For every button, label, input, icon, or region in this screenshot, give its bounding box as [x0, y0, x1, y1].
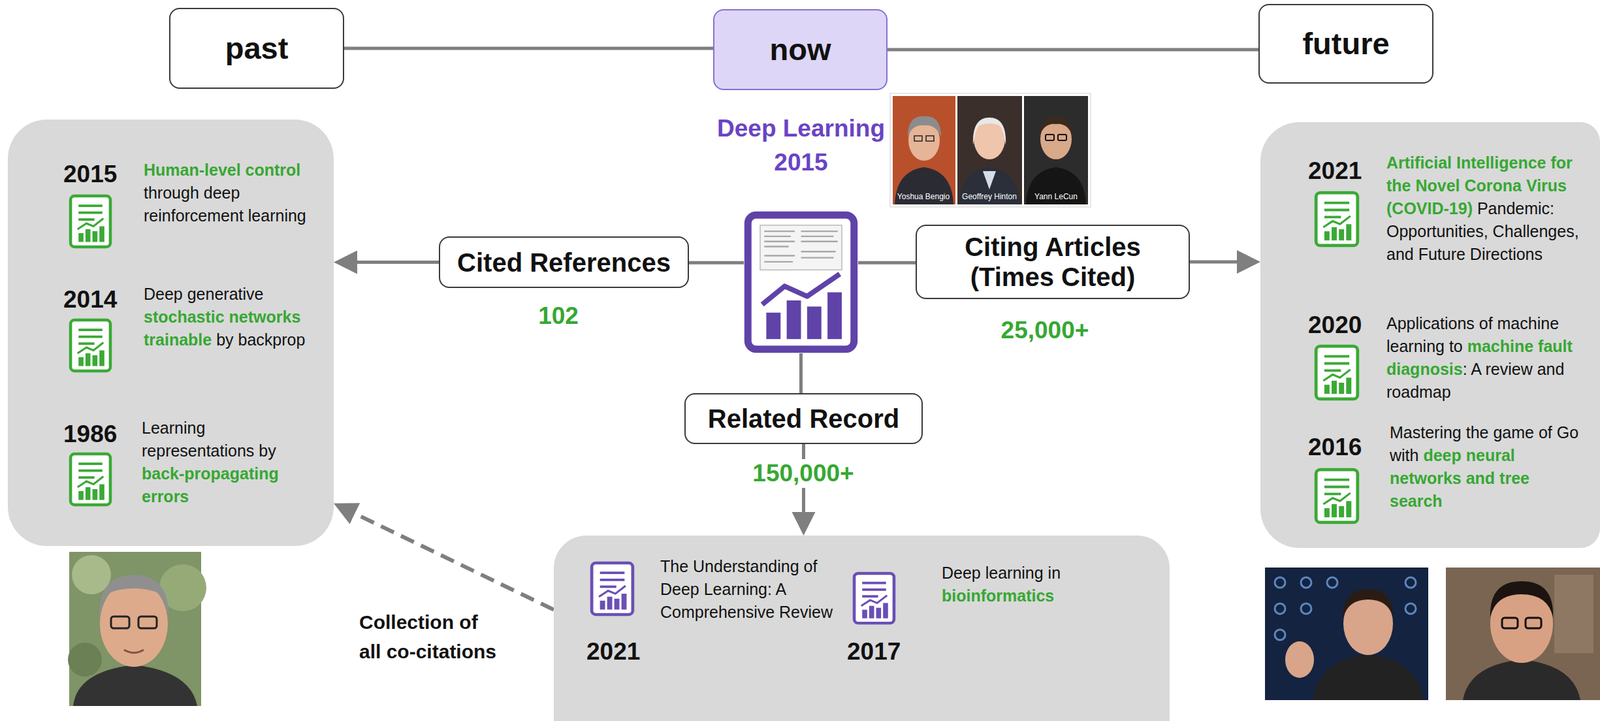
portrait [1024, 96, 1088, 205]
photo-caption: Yann LeCun [1034, 191, 1078, 202]
timeline-box: future [1258, 3, 1434, 84]
portrait [67, 551, 207, 706]
related-panel: The Understanding of Deep Learning: A Co… [553, 535, 1170, 721]
document-icon [852, 571, 896, 625]
count-number: 25,000+ [1001, 316, 1090, 345]
title-label: Deep generative stochastic networks trai… [143, 282, 317, 352]
year-label: 2020 [1308, 310, 1362, 340]
connector [345, 260, 439, 264]
citing-panel: 2021 Artificial Intelligence for the Nove… [1260, 122, 1600, 548]
box-label: Citing Articles (Times Cited) [928, 231, 1177, 292]
highlight: Human-level control [143, 160, 301, 179]
photo-caption: Yoshua Bengio [897, 191, 950, 202]
title-label: Artificial Intelligence for the Novel Co… [1386, 151, 1589, 266]
metric-box: Related Record [684, 393, 923, 445]
document-icon [68, 451, 113, 507]
box-label: past [225, 30, 289, 66]
year-label: 2021 [1308, 156, 1362, 186]
edge-label: Collection of all co-citations [359, 607, 501, 667]
year-label: 2014 [63, 285, 117, 315]
document-icon [1313, 467, 1360, 525]
photo-caption: Geoffrey Hinton [961, 191, 1017, 202]
count-number: 102 [538, 301, 579, 331]
connector [799, 353, 803, 394]
box-label: now [769, 32, 832, 68]
timeline-box: now [713, 9, 888, 91]
metric-box: Citing Articles (Times Cited) [915, 224, 1190, 300]
box-label: Related Record [707, 403, 900, 434]
box-label: future [1302, 26, 1390, 62]
document-icon [1313, 190, 1360, 248]
highlight: back-propagating errors [141, 464, 279, 506]
connector [688, 261, 744, 265]
year-label: 2016 [1308, 432, 1362, 462]
title-label: Mastering the game of Go with deep neura… [1389, 421, 1586, 513]
year-label: 1986 [63, 419, 117, 449]
connector [887, 48, 1259, 52]
document-icon [68, 193, 113, 249]
metric-box: Cited References [438, 236, 689, 288]
portrait [892, 96, 956, 205]
document-icon [1313, 344, 1360, 401]
highlight: bioinformatics [941, 586, 1055, 605]
highlight: deep neural networks and tree search [1389, 446, 1530, 511]
title-label: The Understanding of Deep Learning: A Co… [660, 555, 849, 624]
dashed-arrow [344, 508, 554, 610]
title-label: Learning representations by back-propaga… [141, 416, 317, 509]
heading-label: Deep Learning 2015 [713, 111, 889, 180]
title-label: Applications of machine learning to mach… [1386, 312, 1583, 404]
highlight: machine fault diagnosis [1386, 336, 1573, 379]
paper-icon: Deep Learning 2015 [743, 210, 859, 354]
year-label: 2021 [586, 637, 640, 667]
portrait [1264, 567, 1429, 701]
count-number: 150,000+ [745, 459, 861, 488]
document-icon [68, 318, 113, 373]
portrait [1445, 567, 1600, 701]
portrait [957, 96, 1023, 205]
year-label: 2015 [63, 160, 117, 189]
title-label: Human-level control through deep reinfor… [143, 158, 317, 228]
title-label: Deep learning in bioinformatics [941, 561, 1158, 608]
references-panel: 2015 Human-level control through deep rei… [7, 119, 334, 546]
timeline-box: past [169, 7, 345, 89]
highlight: stochastic networks trainable [143, 307, 301, 349]
connector [858, 261, 916, 265]
paper-icon-graphic [743, 210, 859, 354]
year-label: 2017 [847, 637, 901, 667]
document-icon [589, 560, 635, 617]
box-label: Cited References [457, 247, 671, 278]
connector [344, 47, 714, 51]
highlight: Artificial Intelligence for the Novel Co… [1386, 153, 1573, 218]
connector [1189, 260, 1249, 264]
photo-frame [890, 93, 1091, 208]
